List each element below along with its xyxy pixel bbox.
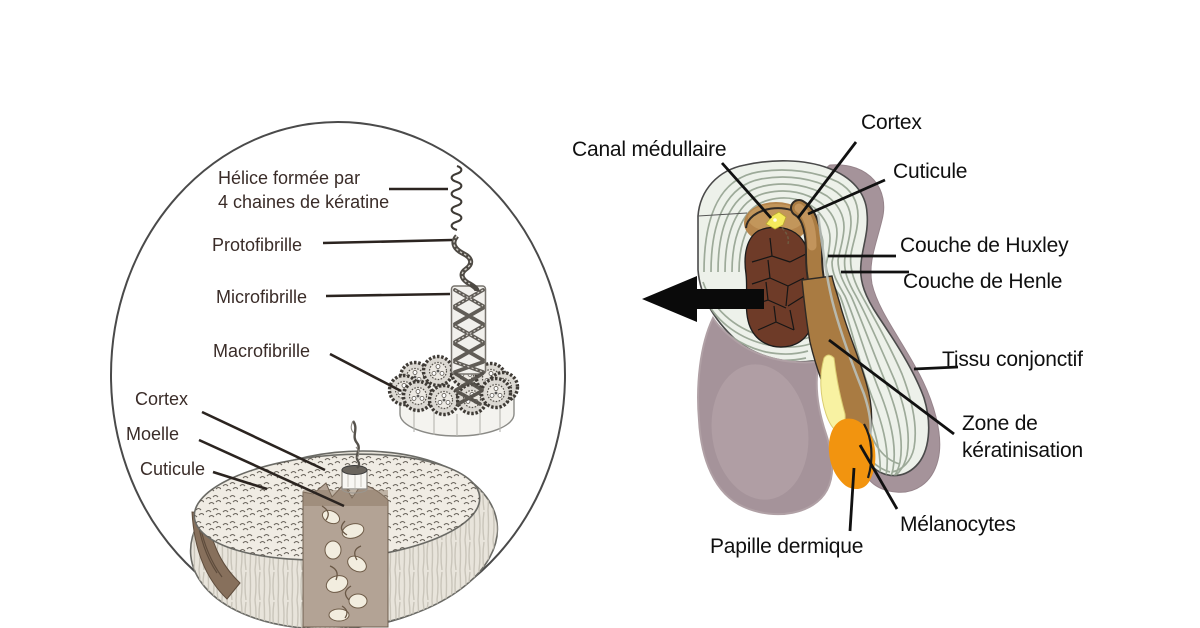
left-inset-group (110, 121, 566, 628)
label-zone-keratinisation: Zone de kératinisation (962, 410, 1083, 464)
protofibrille-strand (451, 234, 480, 292)
emerging-hair-cylinder (341, 420, 368, 494)
leader-tissu-conjonctif (913, 365, 959, 371)
hair-bulb-parts (744, 199, 876, 490)
medulla-scale-lines (749, 237, 807, 331)
label-melanocytes: Mélanocytes (900, 513, 1016, 536)
microfibrille-cylinder (450, 285, 487, 406)
left-leader-lines (198, 187, 453, 508)
leader-cortex-right (796, 141, 858, 219)
label-moelle: Moelle (126, 424, 180, 444)
label-microfibrille: Microfibrille (216, 287, 308, 307)
hair-shaft-crosssection (185, 420, 505, 628)
keratin-helix (450, 165, 463, 232)
label-helice-keratine: Hélice formée par 4 chaines de kératine (218, 166, 389, 214)
label-cuticule-left: Cuticule (140, 459, 206, 479)
dermal-bulb (697, 315, 834, 516)
braid-over-disc (454, 372, 484, 406)
leader-microfibrille (325, 292, 451, 298)
leader-protofibrille (322, 238, 453, 245)
label-helice-line1: Hélice formée par (218, 168, 361, 188)
leader-zone-keratinisation (828, 338, 955, 436)
label-papille-dermique: Papille dermique (710, 535, 864, 558)
leader-cuticule-right (807, 178, 886, 216)
label-couche-henle: Couche de Henle (903, 270, 1063, 293)
macrofibrille-disc (387, 354, 520, 437)
leader-macrofibrille (329, 352, 402, 393)
growth-arrow (642, 276, 764, 322)
sheath-corner-tick (697, 212, 748, 217)
leader-moelle (198, 438, 345, 508)
label-zone-line1: Zone de (962, 412, 1038, 435)
canal-medullaire-spot (765, 211, 790, 245)
label-couche-huxley: Couche de Huxley (900, 234, 1069, 257)
follicle-group (642, 141, 959, 532)
label-canal-medullaire: Canal médullaire (572, 138, 727, 161)
dermal-papilla (828, 418, 876, 490)
label-protofibrille: Protofibrille (212, 235, 303, 255)
leader-cortex-left (201, 410, 326, 472)
leader-cuticule-left (212, 470, 268, 491)
label-zone-line2: kératinisation (962, 439, 1083, 462)
leader-melanocytes (858, 444, 899, 510)
medulla-channel (302, 482, 389, 628)
leader-canal-medullaire (720, 162, 773, 219)
frayed-fiber (351, 420, 361, 469)
label-macrofibrille: Macrofibrille (213, 341, 311, 361)
label-cortex-left: Cortex (135, 389, 189, 409)
leader-papille-dermique (848, 467, 856, 532)
label-tissu-conjonctif: Tissu conjonctif (942, 348, 1083, 371)
cortex-band (790, 199, 873, 450)
sheath-striations (702, 169, 917, 476)
label-cortex-right: Cortex (861, 111, 922, 134)
label-helice-line2: 4 chaines de kératine (218, 192, 390, 212)
right-leader-lines (720, 141, 959, 532)
label-cuticule-right: Cuticule (893, 160, 968, 183)
